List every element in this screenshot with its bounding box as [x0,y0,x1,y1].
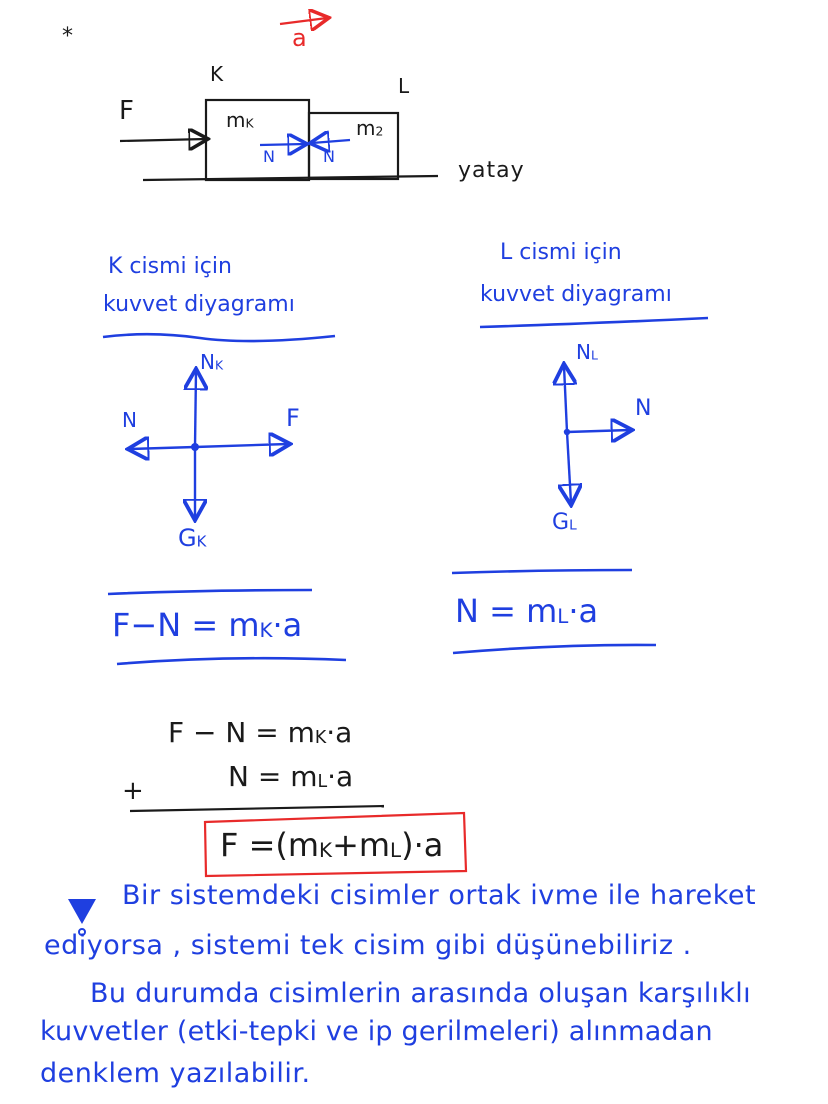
k-down-label: GK [178,524,207,552]
normal-arrow-right [312,140,351,143]
block-l [307,111,400,181]
plus-sign: + [122,776,144,806]
block-k [204,98,311,182]
k-equation: F−N = mK·a [112,606,303,644]
force-label: F [119,96,134,126]
note-line2: ediyorsa , sistemi tek cisim gibi düşüne… [44,930,692,961]
k-title-line2: kuvvet diyagramı [103,292,295,317]
ground-line [142,174,439,182]
k-title-line1: K cismi için [108,254,232,279]
k-eq-underline [116,656,347,666]
k-right-arrow [194,444,288,447]
note-line4: kuvvetler (etki-tepki ve ip gerilmeleri)… [40,1016,713,1047]
result-box [203,811,468,878]
sum-line2: N = mL·a [228,760,354,793]
l-title-line1: L cismi için [500,240,622,265]
block-l-mass: m2 [356,116,384,140]
k-up-label: NK [200,350,224,374]
sum-line [129,804,385,813]
k-left-arrow [130,447,196,449]
block-k-label: K [210,62,224,86]
l-eq-overline [451,568,633,575]
l-equation: N = mL·a [455,592,599,630]
k-up-arrow [195,371,196,448]
acceleration-arrow [279,18,327,24]
note-line3: Bu durumda cisimlerin arasında oluşan ka… [90,978,751,1009]
star-marker: * [62,24,73,49]
l-right-arrow [566,430,630,432]
l-title-underline [479,316,709,329]
block-l-label: L [398,74,410,98]
k-left-label: N [122,408,137,432]
sum-line1: F − N = mK·a [168,716,353,749]
l-down-label: GL [552,510,577,535]
acceleration-label: a [292,24,307,52]
normal-arrow-left [259,144,305,145]
block-k-mass: mK [226,108,254,132]
l-down-arrow [567,431,571,503]
l-eq-underline [452,643,657,655]
note-line1: Bir sistemdeki cisimler ortak ivme ile h… [122,880,757,911]
surface-label: yatay [458,158,525,183]
k-right-label: F [286,404,300,432]
l-up-label: NL [576,340,598,364]
k-title-underline [102,332,336,343]
k-eq-overline [107,588,313,596]
result-equation: F =(mK+mL)·a [220,826,444,864]
l-right-label: N [635,396,652,421]
l-title-line2: kuvvet diyagramı [480,282,672,307]
force-arrow [119,139,206,141]
normal-right-label: N [323,147,335,166]
l-up-arrow [564,366,567,433]
exclamation-icon [64,896,100,938]
normal-left-label: N [263,147,275,166]
note-line5: denklem yazılabilir. [40,1058,311,1089]
